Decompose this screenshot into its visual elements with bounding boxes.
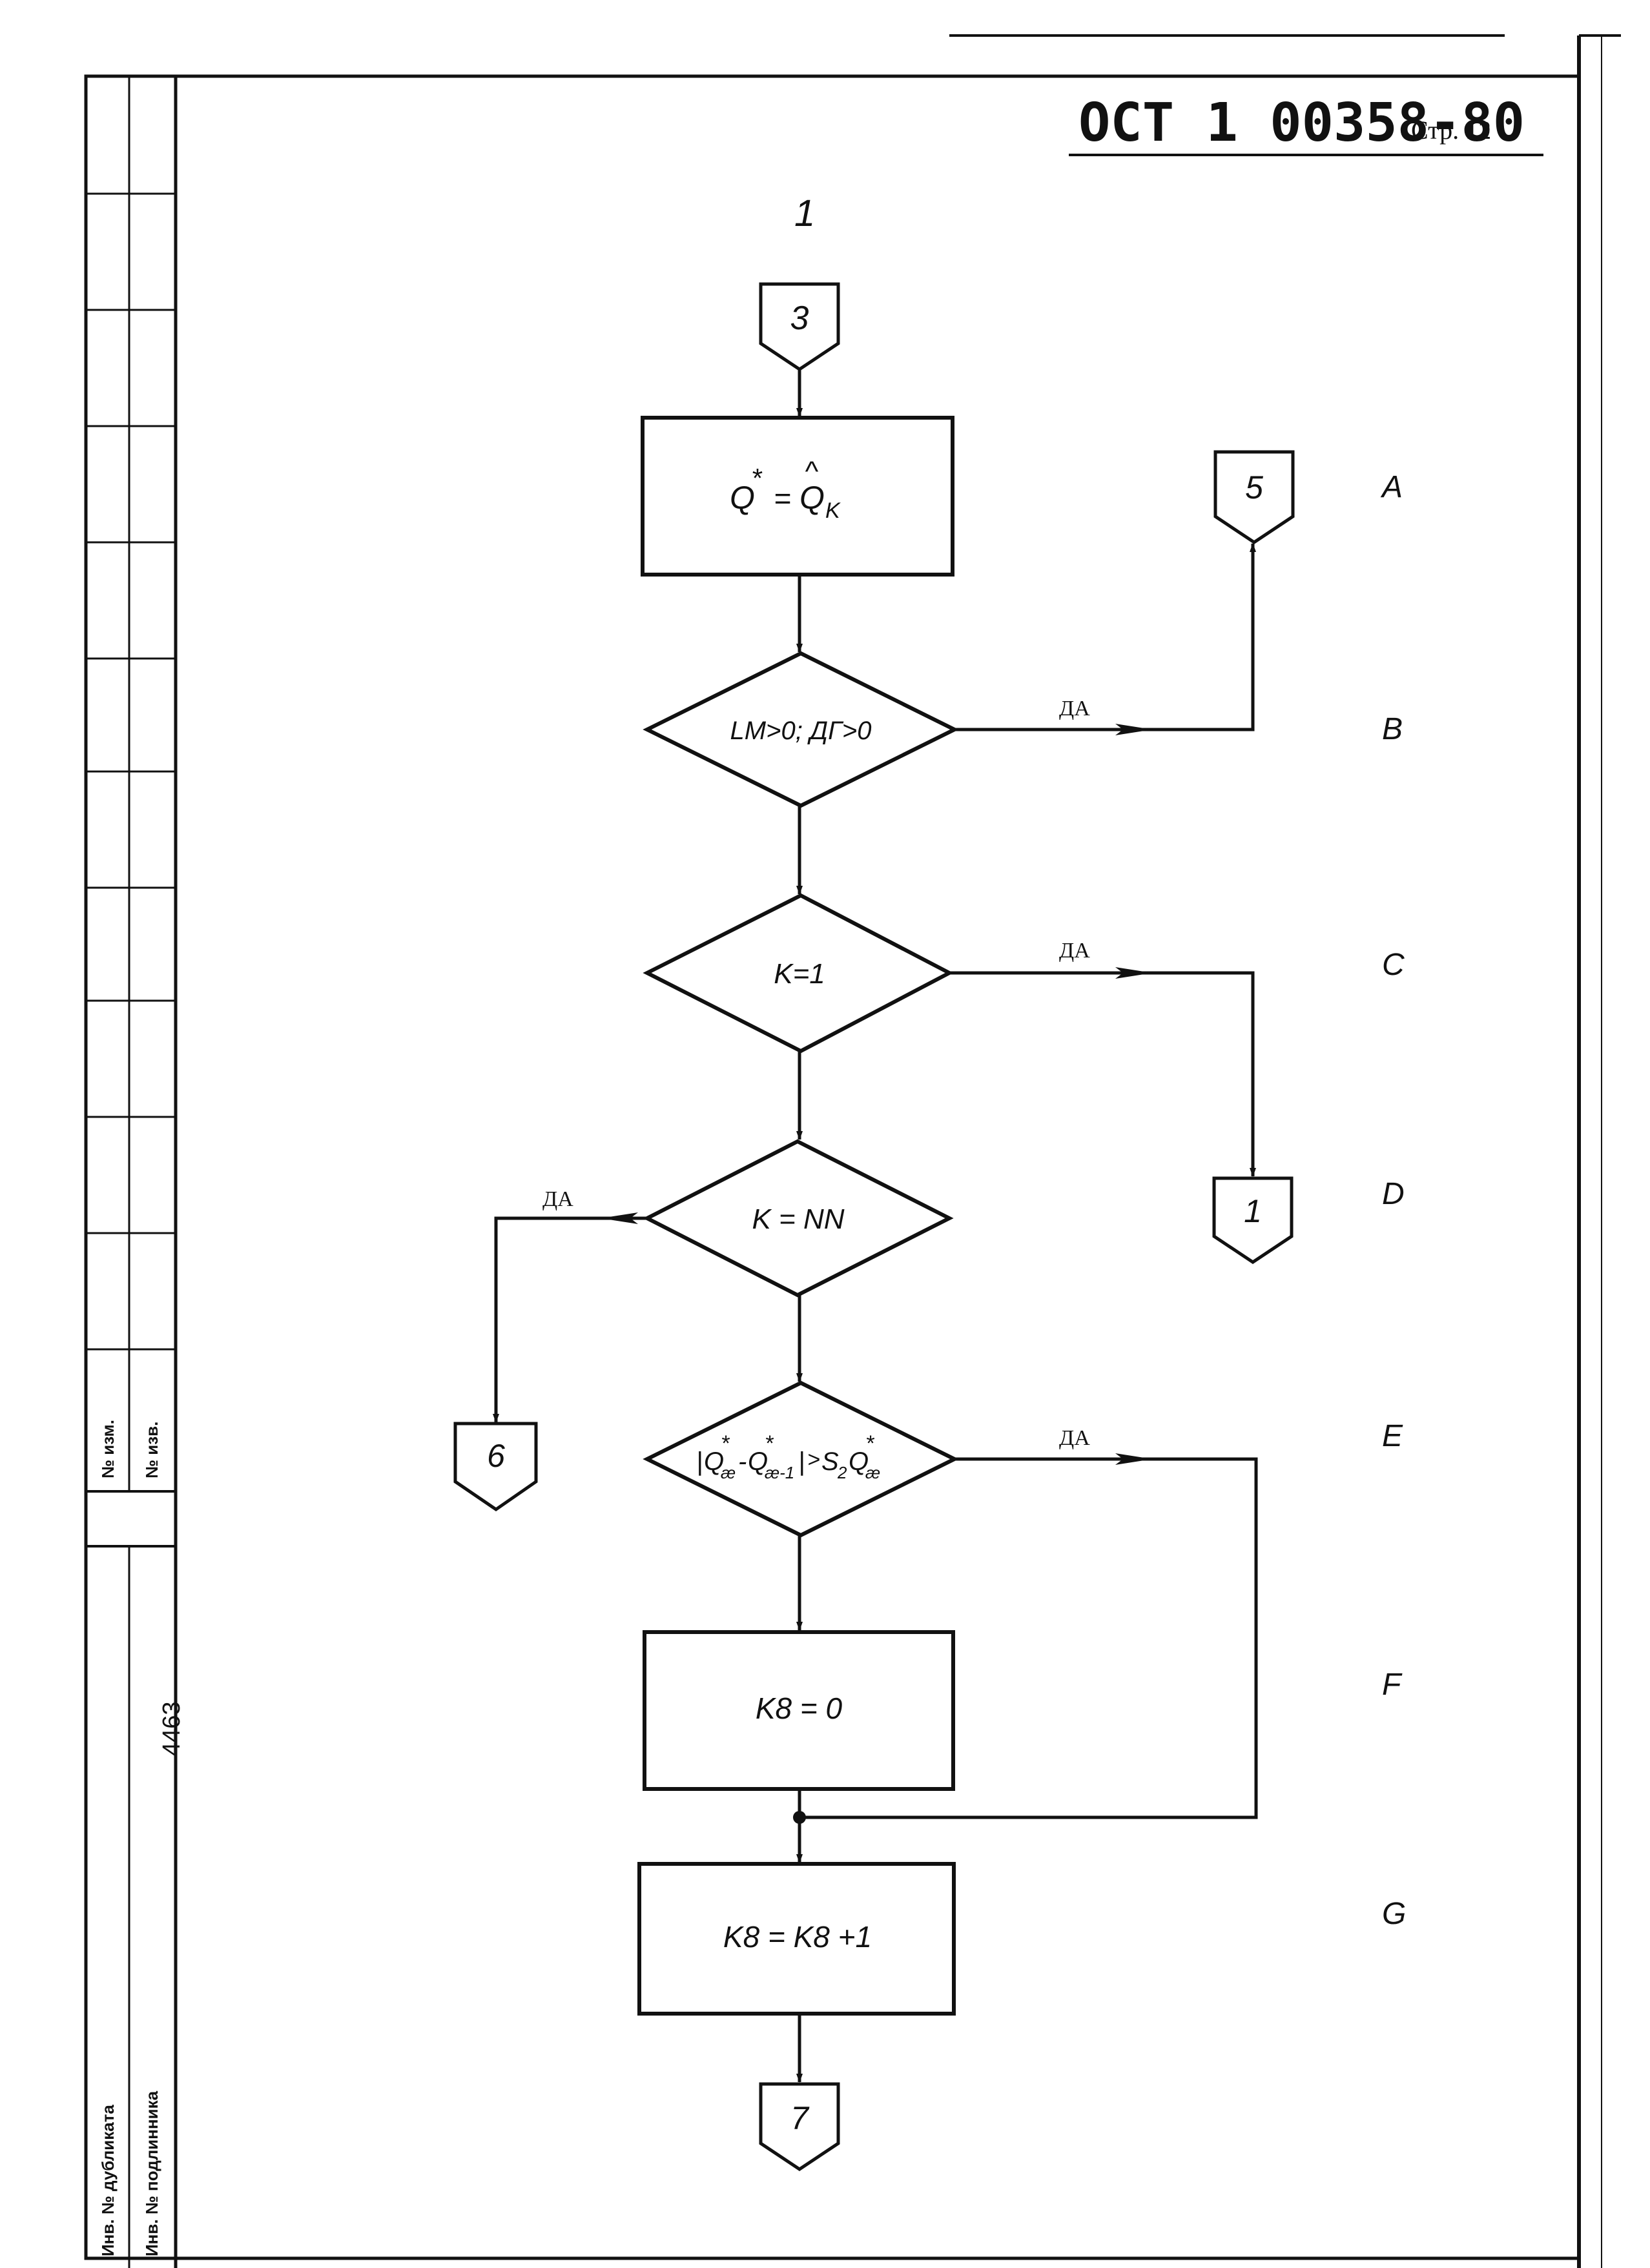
connector-in: 3 <box>759 282 840 372</box>
box-k8-zero-text: K8 = 0 <box>756 1691 843 1725</box>
connector-6-label: 6 <box>487 1438 505 1474</box>
diff-q2-sub: æ-1 <box>765 1463 794 1482</box>
yes-label: ДА <box>1059 939 1090 963</box>
yes-label: ДА <box>1059 1426 1090 1450</box>
q-eq: = <box>774 482 791 515</box>
row-labels: A B C D E F G <box>1380 470 1406 1931</box>
diff-q1: Q <box>704 1447 724 1476</box>
notice-no-label: № изв. <box>142 1422 161 1478</box>
decision-knn: K = NN <box>643 1139 954 1298</box>
decision-diff: | Q * æ - Q * æ-1 | > S 2 Q * æ <box>643 1380 959 1538</box>
diff-q1-sub: æ <box>721 1463 736 1482</box>
connector-5: 5 <box>1213 450 1295 545</box>
duplicate-inv-label: Инв. № дубликата <box>98 2105 118 2256</box>
document-code: ОСТ 1 00358-80 <box>1078 92 1525 154</box>
connector-5-label: 5 <box>1245 469 1263 506</box>
diff-q3-sup: * <box>865 1431 875 1456</box>
frame-border <box>84 74 1581 2260</box>
q-rhs-sub: K <box>825 498 841 523</box>
junction-dot <box>793 1811 806 1824</box>
row-label-f: F <box>1382 1668 1403 1702</box>
diff-bar-open: | <box>696 1447 703 1476</box>
change-no-label: № изм. <box>98 1420 118 1478</box>
decision-lm: LM>0; ДГ>0 <box>643 651 959 808</box>
decision-k1: K=1 <box>643 893 954 1054</box>
row-label-d: D <box>1382 1177 1405 1211</box>
connector-7-label: 7 <box>790 2100 810 2136</box>
diff-bar-close: | <box>798 1447 805 1476</box>
row-label-b: B <box>1382 712 1403 746</box>
decision-k1-text: K=1 <box>774 958 825 990</box>
diff-q3-sub: æ <box>865 1463 880 1482</box>
yes-label: ДА <box>542 1187 573 1211</box>
yes-label: ДА <box>1059 697 1090 720</box>
diff-s: S <box>821 1447 839 1476</box>
connector-6: 6 <box>453 1422 538 1512</box>
page-label: Стр. 12 <box>1411 116 1491 145</box>
process-box-q: Q * = Q ^ K <box>641 416 954 577</box>
row-label-a: A <box>1380 470 1403 504</box>
diff-q1-sup: * <box>721 1431 730 1456</box>
process-box-k8-inc: K8 = K8 +1 <box>637 1862 956 2016</box>
yes-branch-line <box>799 1457 1258 1819</box>
diff-s-sub: 2 <box>837 1463 847 1482</box>
diff-q2: Q <box>748 1447 768 1476</box>
row-label-e: E <box>1382 1419 1403 1453</box>
diff-q3: Q <box>849 1447 869 1476</box>
box-k8-inc-text: K8 = K8 +1 <box>723 1920 872 1954</box>
process-box-k8-zero: K8 = 0 <box>643 1630 955 1791</box>
original-inv-label: Инв. № подлинника <box>142 2090 161 2256</box>
row-label-c: C <box>1382 948 1405 982</box>
connector-in-label: 3 <box>790 300 809 337</box>
connector-7: 7 <box>759 2082 840 2172</box>
yes-branch-line <box>1153 543 1256 731</box>
diff-minus: - <box>738 1447 747 1476</box>
yes-branch-line <box>493 1216 601 1423</box>
original-inv-value: 4463 <box>158 1701 185 1756</box>
connector-1-label: 1 <box>1244 1193 1262 1229</box>
yes-branch-line <box>1153 971 1256 1177</box>
row-label-g: G <box>1382 1897 1406 1931</box>
decision-lm-text: LM>0; ДГ>0 <box>730 717 872 745</box>
stamp-grid <box>86 192 176 1351</box>
diff-q2-sup: * <box>765 1431 774 1456</box>
q-rhs: Q <box>799 480 825 516</box>
q-lhs: Q <box>730 480 755 516</box>
sheet-number: 1 <box>794 192 815 234</box>
connector-1: 1 <box>1212 1176 1294 1265</box>
q-lhs-sup: * <box>751 463 763 493</box>
q-rhs-hat: ^ <box>805 456 819 487</box>
decision-knn-text: K = NN <box>752 1203 844 1235</box>
diff-gt: > <box>807 1447 820 1472</box>
